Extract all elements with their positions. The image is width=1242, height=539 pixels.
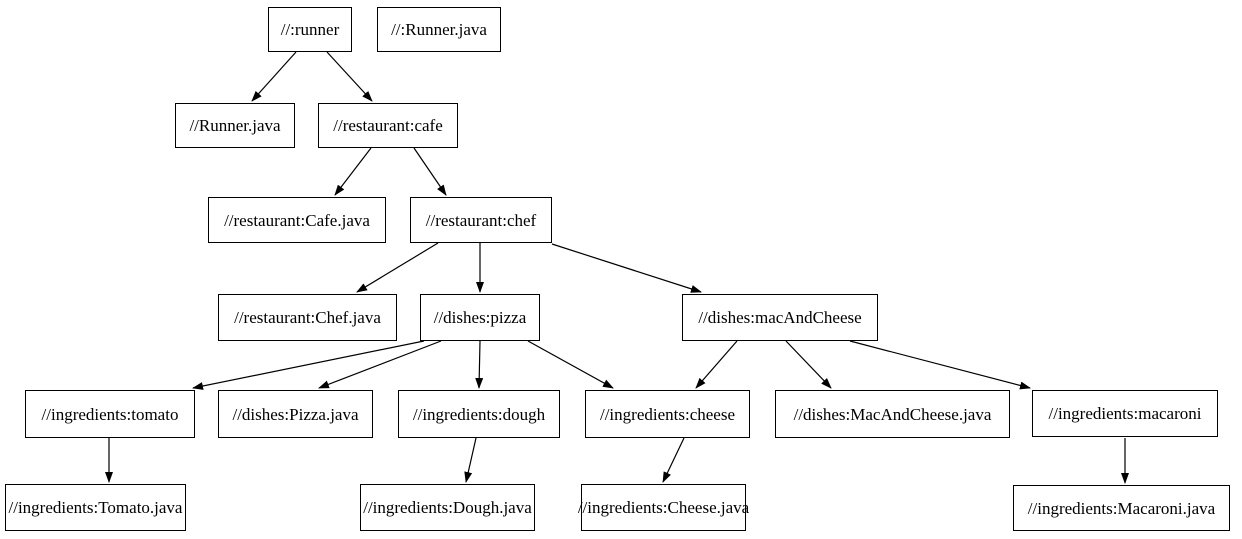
graph-node-cheese: //ingredients:cheese	[585, 390, 750, 438]
graph-node-label: //ingredients:dough	[412, 404, 546, 424]
graph-node-label: //ingredients:macaroni	[1048, 404, 1202, 423]
graph-node-dough: //ingredients:dough	[398, 390, 560, 438]
graph-node-label: //Runner.java	[189, 116, 281, 135]
graph-node-macaroni-java: //ingredients:Macaroni.java	[1013, 485, 1230, 531]
graph-edge-cafe-to-cafe-java	[334, 147, 372, 196]
graph-node-tomato-java: //ingredients:Tomato.java	[5, 484, 186, 531]
graph-node-label: //ingredients:Dough.java	[363, 498, 532, 517]
graph-edge-cheese-to-cheese-java	[662, 437, 685, 483]
graph-node-label: //restaurant:Chef.java	[234, 308, 381, 327]
graph-node-chef: //restaurant:chef	[410, 197, 552, 243]
graph-node-label: //dishes:pizza	[433, 308, 527, 327]
graph-node-dough-java: //ingredients:Dough.java	[360, 484, 535, 531]
graph-edge-pizza-to-cheese	[527, 340, 614, 389]
graph-node-macaroni: //ingredients:macaroni	[1032, 390, 1218, 437]
graph-edge-dough-to-dough-java	[464, 437, 477, 483]
graph-edge-chef-to-chef-java	[356, 242, 439, 293]
graph-node-label: //dishes:MacAndCheese.java	[793, 404, 992, 424]
graph-node-label: //restaurant:Cafe.java	[224, 210, 370, 230]
graph-node-label: //restaurant:chef	[425, 210, 537, 230]
graph-edge-mac-and-cheese-to-cheese	[695, 340, 738, 389]
graph-node-tomato: //ingredients:tomato	[25, 390, 195, 438]
graph-edge-cafe-to-chef	[413, 147, 447, 196]
graph-node-cafe: //restaurant:cafe	[318, 103, 458, 148]
graph-node-cafe-java: //restaurant:Cafe.java	[208, 197, 386, 243]
graph-node-pizza-java: //dishes:Pizza.java	[218, 390, 373, 438]
graph-node-mac-and-cheese: //dishes:macAndCheese	[682, 294, 878, 341]
graph-edge-runner-to-runner-java	[251, 51, 297, 102]
graph-node-runner-java: //Runner.java	[175, 103, 295, 148]
graph-node-label: //ingredients:Macaroni.java	[1027, 498, 1216, 518]
graph-edge-pizza-to-pizza-java	[318, 340, 442, 389]
graph-node-label: //:Runner.java	[391, 20, 487, 39]
graph-node-label: //restaurant:cafe	[333, 116, 443, 135]
graph-node-label: //ingredients:tomato	[41, 404, 179, 424]
graph-node-label: //dishes:Pizza.java	[232, 404, 359, 424]
graph-node-label: //ingredients:Tomato.java	[8, 498, 183, 517]
graph-node-cheese-java: //ingredients:Cheese.java	[578, 484, 749, 531]
graph-node-label: //:runner	[280, 20, 340, 39]
graph-node-runner-java-root: //:Runner.java	[377, 7, 501, 52]
graph-edge-pizza-to-tomato	[192, 340, 425, 390]
graph-node-runner: //:runner	[268, 7, 352, 52]
graph-node-pizza: //dishes:pizza	[420, 294, 540, 341]
graph-node-label: //dishes:macAndCheese	[698, 308, 862, 327]
graph-node-label: //ingredients:cheese	[599, 404, 735, 424]
graph-edge-mac-and-cheese-to-macaroni	[849, 340, 1031, 390]
graph-node-label: //ingredients:Cheese.java	[577, 498, 750, 517]
graph-node-chef-java: //restaurant:Chef.java	[218, 294, 397, 341]
graph-edge-runner-to-cafe	[326, 51, 373, 102]
graph-edge-chef-to-mac-and-cheese	[551, 243, 702, 293]
graph-edge-mac-and-cheese-to-mac-and-cheese-java	[785, 340, 832, 389]
graph-edge-pizza-to-dough	[475, 340, 484, 389]
graph-node-mac-and-cheese-java: //dishes:MacAndCheese.java	[775, 390, 1010, 438]
